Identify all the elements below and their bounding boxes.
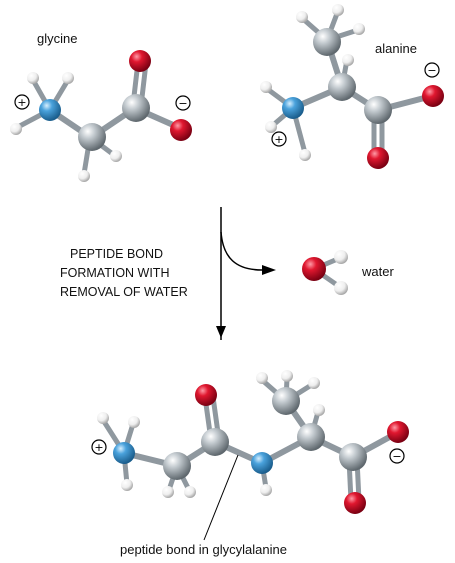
- hydrogen-atom: [97, 412, 109, 424]
- peptide-bond-pointer: [203, 454, 239, 541]
- oxygen-atom: [344, 492, 366, 514]
- reaction-label-line1: PEPTIDE BOND: [70, 247, 163, 261]
- product-caption: peptide bond in glycylalanine: [120, 542, 287, 557]
- oxygen-atom: [195, 384, 217, 406]
- positive-charge: +: [91, 439, 107, 455]
- water-removal-arrow: [220, 231, 263, 271]
- svg-text:+: +: [17, 96, 26, 109]
- svg-text:+: +: [274, 133, 283, 146]
- water-label: water: [361, 264, 394, 279]
- hydrogen-atom: [184, 486, 196, 498]
- carbonyl-carbon-atom: [201, 428, 229, 456]
- hydrogen-atom: [299, 149, 311, 161]
- svg-text:−: −: [392, 450, 401, 463]
- hydrogen-atom: [332, 4, 344, 16]
- hydrogen-atom: [78, 170, 90, 182]
- hydrogen-atom: [162, 486, 174, 498]
- oxygen-atom: [422, 85, 444, 107]
- hydrogen-atom: [342, 54, 354, 66]
- reaction-label-line3: REMOVAL OF WATER: [60, 285, 188, 299]
- carbon-atom: [122, 94, 150, 122]
- hydrogen-atom: [281, 370, 293, 382]
- reaction-arrow: [216, 207, 276, 340]
- glycylalanine-molecule: + −: [91, 370, 409, 541]
- alanine-molecule: alanine + −: [260, 4, 444, 169]
- alanine-label: alanine: [375, 41, 417, 56]
- hydrogen-atom: [265, 121, 277, 133]
- carbon-atom: [328, 73, 356, 101]
- main-arrow-head: [216, 326, 226, 338]
- negative-charge: −: [175, 95, 191, 111]
- hydrogen-atom: [313, 404, 325, 416]
- carbon-atom: [163, 452, 191, 480]
- oxygen-atom: [387, 421, 409, 443]
- hydrogen-atom: [334, 281, 348, 295]
- carbon-atom: [364, 96, 392, 124]
- hydrogen-atom: [110, 150, 122, 162]
- carbon-atom: [78, 123, 106, 151]
- hydrogen-atom: [128, 416, 140, 428]
- hydrogen-atom: [256, 372, 268, 384]
- water-molecule: [302, 250, 348, 295]
- hydrogen-atom: [260, 81, 272, 93]
- amide-nitrogen-atom: [251, 452, 273, 474]
- svg-text:+: +: [94, 441, 103, 454]
- hydrogen-atom: [27, 72, 39, 84]
- hydrogen-atom: [121, 479, 133, 491]
- nitrogen-atom: [39, 99, 61, 121]
- oxygen-atom: [302, 257, 326, 281]
- hydrogen-atom: [353, 23, 365, 35]
- positive-charge: +: [14, 94, 30, 110]
- hydrogen-atom: [62, 72, 74, 84]
- reaction-label-line2: FORMATION WITH: [60, 266, 169, 280]
- svg-text:−: −: [427, 64, 436, 77]
- nitrogen-atom: [282, 97, 304, 119]
- hydrogen-atom: [308, 377, 320, 389]
- oxygen-atom: [367, 147, 389, 169]
- carbon-atom: [313, 28, 341, 56]
- hydrogen-atom: [10, 123, 22, 135]
- carbon-atom: [297, 423, 325, 451]
- glycine-molecule: glycine + −: [10, 31, 192, 182]
- glycine-label: glycine: [37, 31, 77, 46]
- carbon-atom: [339, 443, 367, 471]
- nitrogen-atom: [113, 442, 135, 464]
- oxygen-atom: [170, 119, 192, 141]
- svg-text:−: −: [178, 97, 187, 110]
- carbon-atom: [272, 387, 300, 415]
- water-removal-arrowhead: [262, 265, 276, 275]
- negative-charge: −: [424, 62, 440, 78]
- negative-charge: −: [389, 448, 405, 464]
- hydrogen-atom: [334, 250, 348, 264]
- hydrogen-atom: [260, 484, 272, 496]
- positive-charge: +: [271, 131, 287, 147]
- hydrogen-atom: [296, 11, 308, 23]
- oxygen-atom: [129, 50, 151, 72]
